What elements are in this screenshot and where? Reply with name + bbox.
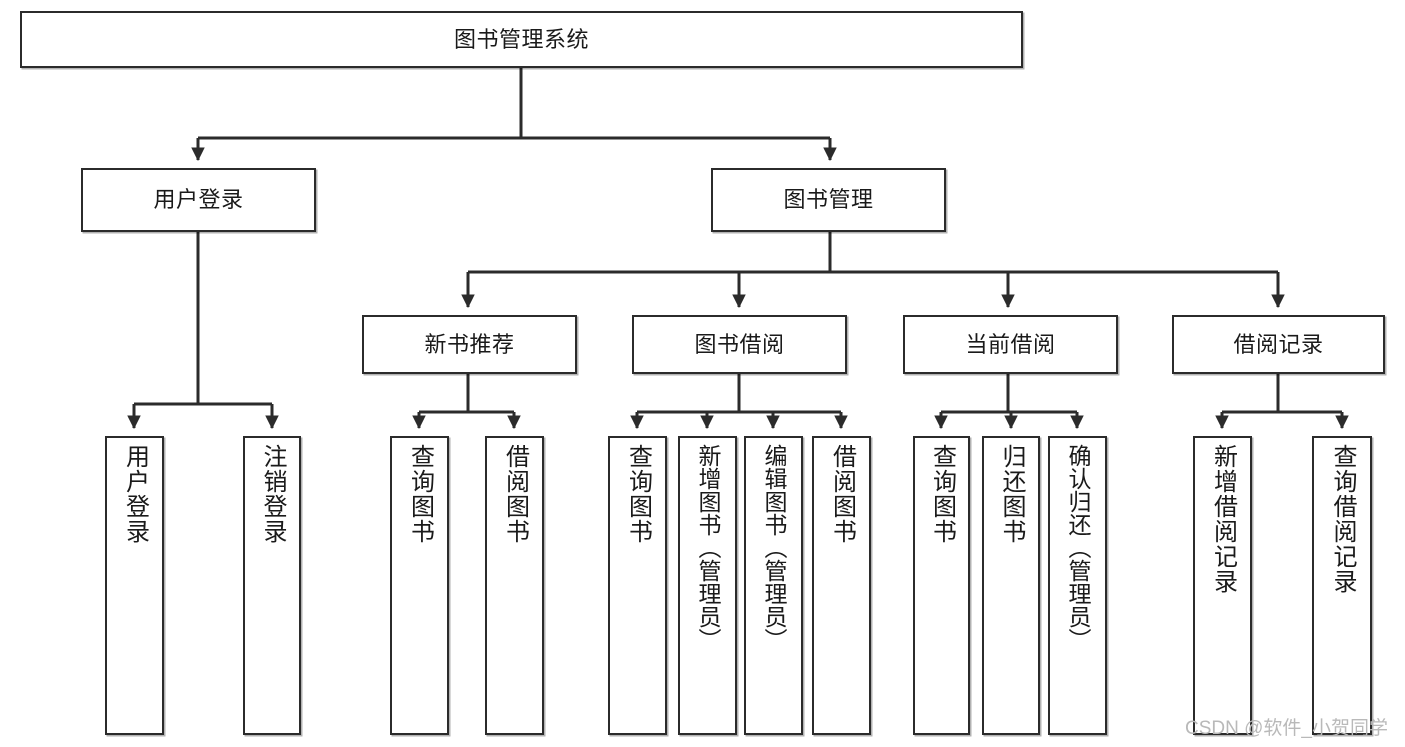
node-leaf-query-book-current-label: 查询图书 (928, 444, 956, 544)
node-leaf-query-book-recommend-label: 查询图书 (406, 444, 434, 544)
node-leaf-edit-book-admin-label: 编辑图书（管理员） (761, 444, 787, 651)
node-leaf-borrow-book[interactable]: 借阅图书 (812, 436, 871, 735)
node-leaf-confirm-return-admin-label: 确认归还（管理员） (1065, 444, 1091, 651)
node-current-borrow[interactable]: 当前借阅 (903, 315, 1118, 374)
node-leaf-query-book-recommend[interactable]: 查询图书 (390, 436, 449, 735)
node-current-borrow-label: 当前借阅 (965, 331, 1056, 357)
node-book-management[interactable]: 图书管理 (711, 168, 946, 232)
watermark-text: CSDN @软件_小贺同学 (1185, 718, 1388, 739)
node-leaf-user-logout-label: 注销登录 (259, 444, 286, 544)
node-leaf-query-book-borrow[interactable]: 查询图书 (608, 436, 667, 735)
node-leaf-borrow-book-recommend[interactable]: 借阅图书 (485, 436, 544, 735)
node-root[interactable]: 图书管理系统 (20, 11, 1023, 68)
node-user-login-label: 用户登录 (153, 187, 244, 213)
node-new-book-recommend[interactable]: 新书推荐 (362, 315, 577, 374)
node-borrow-records[interactable]: 借阅记录 (1172, 315, 1385, 374)
node-book-management-label: 图书管理 (783, 187, 874, 213)
node-leaf-add-borrow-record-label: 新增借阅记录 (1209, 444, 1237, 594)
node-book-borrow[interactable]: 图书借阅 (632, 315, 847, 374)
node-leaf-return-book[interactable]: 归还图书 (982, 436, 1040, 735)
node-leaf-confirm-return-admin[interactable]: 确认归还（管理员） (1048, 436, 1107, 735)
node-new-book-recommend-label: 新书推荐 (424, 331, 515, 357)
node-leaf-user-login[interactable]: 用户登录 (105, 436, 164, 735)
node-leaf-query-book-borrow-label: 查询图书 (624, 444, 652, 544)
node-leaf-borrow-book-recommend-label: 借阅图书 (501, 444, 529, 544)
node-user-login[interactable]: 用户登录 (81, 168, 316, 232)
node-leaf-edit-book-admin[interactable]: 编辑图书（管理员） (744, 436, 803, 735)
node-leaf-return-book-label: 归还图书 (998, 444, 1025, 544)
node-leaf-query-borrow-record-label: 查询借阅记录 (1329, 444, 1356, 594)
node-leaf-query-borrow-record[interactable]: 查询借阅记录 (1312, 436, 1372, 735)
node-leaf-borrow-book-label: 借阅图书 (828, 444, 856, 544)
node-leaf-user-login-label: 用户登录 (121, 444, 149, 544)
node-leaf-add-book-admin-label: 新增图书（管理员） (695, 444, 721, 651)
node-leaf-user-logout[interactable]: 注销登录 (243, 436, 301, 735)
node-leaf-add-book-admin[interactable]: 新增图书（管理员） (678, 436, 737, 735)
node-borrow-records-label: 借阅记录 (1233, 331, 1324, 357)
node-leaf-add-borrow-record[interactable]: 新增借阅记录 (1193, 436, 1252, 735)
node-leaf-query-book-current[interactable]: 查询图书 (913, 436, 970, 735)
node-book-borrow-label: 图书借阅 (694, 331, 785, 357)
node-root-label: 图书管理系统 (453, 26, 589, 52)
